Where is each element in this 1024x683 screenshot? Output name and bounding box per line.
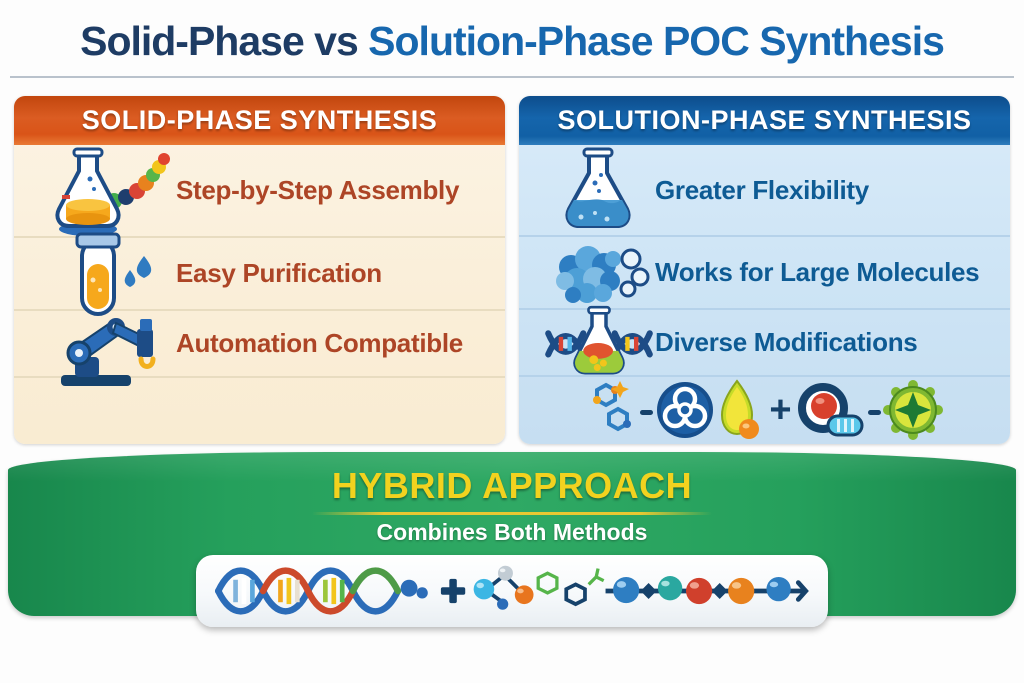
list-item-label: Easy Purification: [176, 258, 382, 288]
list-item: Easy Purification: [14, 232, 505, 316]
molecule-cluster-icon: [543, 237, 655, 309]
list-item-label: Automation Compatible: [176, 328, 463, 358]
dna-helix-icon: [214, 567, 428, 615]
bead-chain-icon: [605, 576, 809, 605]
solid-phase-rows: Step-by-Step Assembly Easy Purifi: [14, 145, 505, 444]
solution-phase-header: SOLUTION-PHASE SYNTHESIS: [519, 96, 1010, 145]
modification-icon-row: +: [519, 377, 1010, 444]
connector: [640, 410, 654, 415]
hybrid-title-underline: [312, 512, 712, 515]
title-divider: [10, 76, 1014, 78]
target-pill-icon: [796, 380, 866, 444]
test-tube-droplets-icon: [38, 230, 176, 318]
hybrid-illustration-box: [196, 555, 828, 627]
biohazard-icon: [655, 380, 715, 444]
list-item: Automation Compatible: [14, 311, 505, 386]
robot-arm-icon: [38, 301, 176, 387]
solid-phase-panel: SOLID-PHASE SYNTHESIS: [14, 96, 505, 444]
list-item-label: Diverse Modifications: [655, 327, 918, 357]
hybrid-approach-band: HYBRID APPROACH Combines Both Methods: [8, 452, 1016, 627]
hybrid-illustration: [214, 565, 809, 615]
list-item: Works for Large Molecules: [519, 237, 1010, 310]
page-title: Solid-Phase vs Solution-Phase POC Synthe…: [0, 0, 1024, 64]
plus-sign: [440, 578, 466, 604]
list-item: Step-by-Step Assembly: [14, 145, 505, 238]
flask-liquid-icon: [543, 145, 655, 235]
small-molecule-icon: [473, 565, 605, 610]
solid-phase-header: SOLID-PHASE SYNTHESIS: [14, 96, 505, 145]
connector: [867, 410, 881, 415]
solution-phase-rows: Greater Flexibility: [519, 145, 1010, 444]
hexagon-molecule-icon: [586, 379, 638, 444]
comparison-panels: SOLID-PHASE SYNTHESIS: [14, 96, 1010, 444]
title-solid-part: Solid-Phase: [80, 18, 305, 64]
hybrid-subtitle: Combines Both Methods: [376, 519, 648, 545]
leaf-drop-icon: [717, 379, 765, 444]
title-vs-part: vs: [303, 18, 369, 64]
list-item-label: Step-by-Step Assembly: [176, 175, 460, 205]
plus-sign: +: [769, 388, 792, 431]
hybrid-title: HYBRID APPROACH: [331, 465, 693, 506]
dna-flask-icon: [543, 300, 655, 386]
title-solution-part: Solution-Phase POC Synthesis: [368, 18, 945, 64]
list-item-label: Works for Large Molecules: [655, 257, 980, 287]
flask-beads-icon: [38, 145, 176, 237]
list-item: Diverse Modifications: [519, 305, 1010, 377]
list-item: Greater Flexibility: [519, 145, 1010, 237]
starburst-icon: [882, 380, 943, 444]
solution-phase-panel: SOLUTION-PHASE SYNTHESIS Greater Fl: [519, 96, 1010, 444]
list-item-label: Greater Flexibility: [655, 174, 869, 205]
